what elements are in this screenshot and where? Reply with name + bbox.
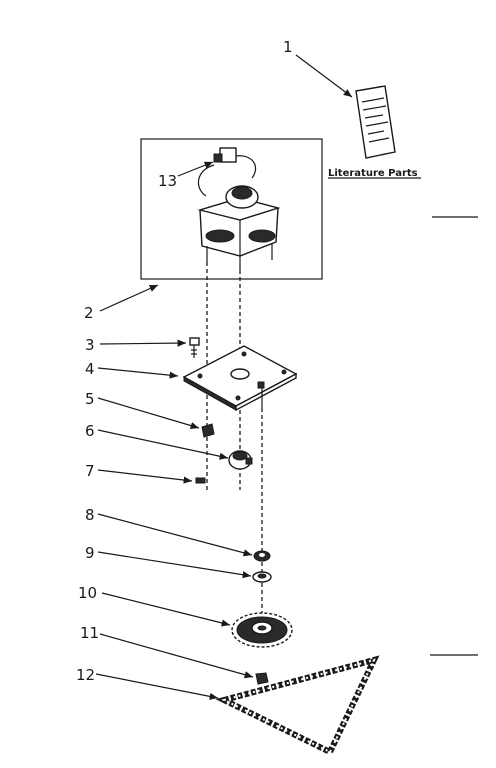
leader-2: [99, 284, 159, 312]
washer-icon: [253, 550, 271, 562]
callout-3: 3: [85, 336, 95, 354]
sprocket-nut-icon: [255, 672, 269, 685]
leader-1: [295, 54, 353, 98]
leader-11: [99, 633, 254, 679]
callout-5: 5: [85, 390, 95, 408]
screw-icon: [189, 337, 200, 358]
sprocket-icon: [231, 612, 293, 648]
leader-8: [97, 513, 253, 557]
motor-assembly-box: [140, 138, 323, 280]
mounting-plate-icon: [182, 345, 298, 412]
callout-9: 9: [85, 544, 95, 562]
callout-4: 4: [85, 360, 95, 378]
hub-icon: [228, 450, 253, 470]
callout-7: 7: [85, 462, 95, 480]
leader-13: [177, 161, 214, 177]
callout-13: 13: [158, 172, 177, 190]
motor-icon: [197, 147, 281, 270]
callout-11: 11: [80, 624, 99, 642]
callout-8: 8: [85, 506, 95, 524]
callout-1: 1: [283, 38, 293, 56]
leader-12: [95, 673, 219, 700]
leader-6: [97, 429, 229, 460]
nut-icon: [201, 423, 215, 438]
leader-10: [101, 592, 231, 627]
leader-5: [97, 397, 200, 430]
leader-7: [97, 469, 193, 484]
literature-booklet-icon: [355, 85, 396, 159]
spacer-icon: [252, 571, 272, 583]
leader-4: [97, 367, 179, 379]
set-screw-icon: [195, 477, 206, 484]
callout-6: 6: [85, 422, 95, 440]
leader-9: [97, 551, 252, 579]
callout-2: 2: [84, 304, 94, 322]
callout-10: 10: [78, 584, 97, 602]
leader-3: [99, 339, 187, 347]
chain-icon: [215, 655, 380, 757]
callout-12: 12: [76, 666, 95, 684]
literature-parts-label: Literature Parts: [328, 168, 418, 179]
